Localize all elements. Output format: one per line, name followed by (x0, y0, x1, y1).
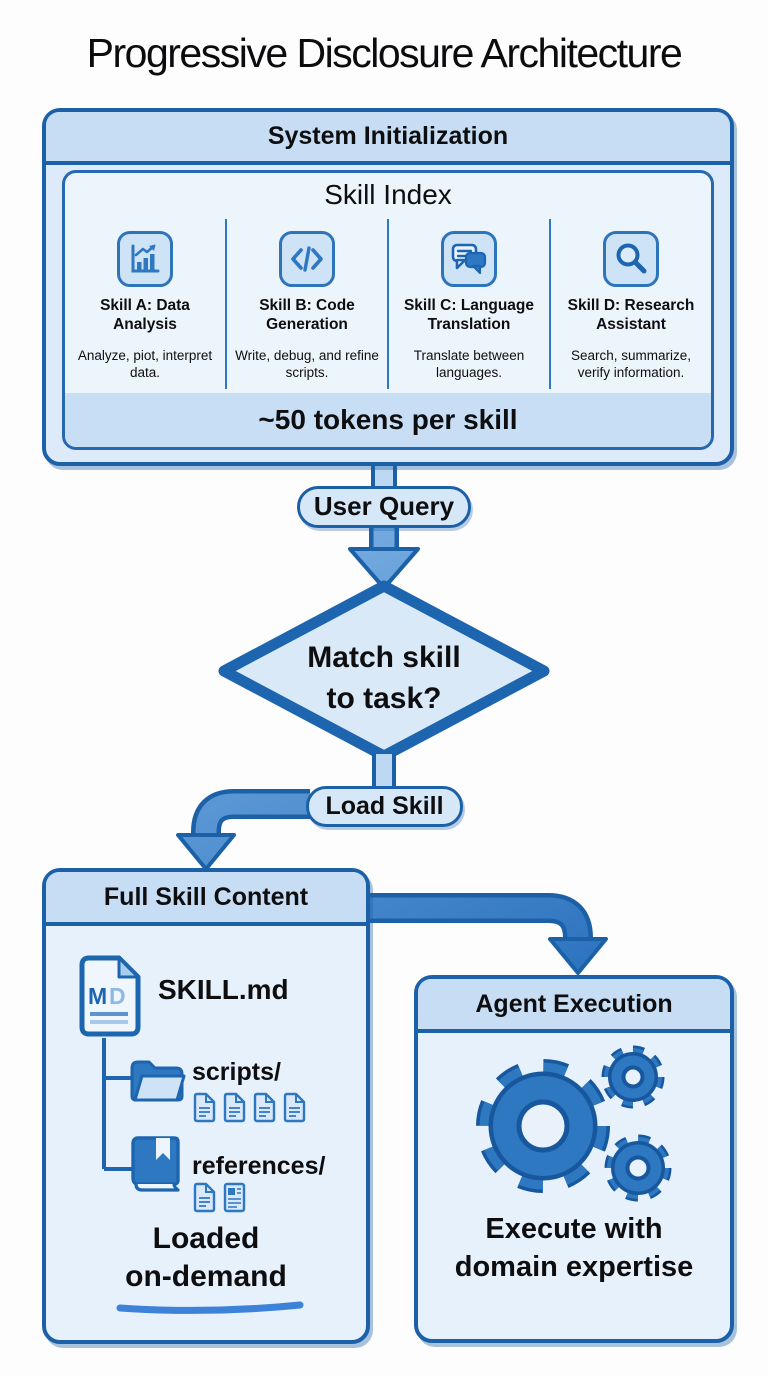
skill-card-a: Skill A: Data Analysis Analyze, piot, in… (65, 219, 225, 389)
skill-columns: Skill A: Data Analysis Analyze, piot, in… (65, 219, 711, 389)
decision-line1: Match skill (307, 641, 461, 674)
decision-label: Match skill to task? (254, 638, 514, 719)
svg-text:D: D (109, 983, 126, 1009)
loaded-on-demand-note: Loaded on-demand (46, 1220, 366, 1295)
small-gear-top (601, 1045, 665, 1109)
skill-c-name: Skill C: Language Translation (403, 297, 535, 333)
code-icon (279, 231, 335, 287)
full-skill-content-header: Full Skill Content (46, 872, 366, 926)
references-folder-label: references/ (192, 1152, 326, 1180)
skill-b-desc: Write, debug, and refine scripts. (235, 347, 379, 381)
note-line1: Loaded (152, 1222, 260, 1255)
skill-d-name: Skill D: Research Assistant (567, 297, 695, 333)
skill-b-name: Skill B: Code Generation (259, 297, 355, 333)
connector-query-to-decision (348, 524, 420, 590)
note-line2: on-demand (125, 1259, 287, 1293)
file-tree-lines (102, 1038, 132, 1171)
underline-swoosh (116, 1301, 304, 1314)
file-icon (193, 1182, 216, 1213)
skill-c-desc: Translate between languages. (413, 347, 525, 381)
search-icon (603, 231, 659, 287)
markdown-file-icon: M D (79, 955, 141, 1037)
skill-index-title: Skill Index (324, 179, 452, 210)
load-skill-label: Load Skill (306, 786, 463, 827)
system-initialization-header: System Initialization (46, 112, 730, 165)
scripts-folder-label: scripts/ (192, 1058, 281, 1086)
user-query-label: User Query (297, 486, 471, 528)
book-icon (131, 1136, 180, 1192)
gears-icon (476, 1045, 672, 1202)
scripts-file-icons (192, 1092, 307, 1123)
chat-bubbles-icon (441, 231, 497, 287)
caption-line2: domain expertise (454, 1250, 694, 1283)
bar-chart-icon (117, 231, 173, 287)
svg-text:M: M (88, 983, 107, 1009)
caption-line1: Execute with (485, 1213, 663, 1245)
large-gear (476, 1059, 610, 1193)
connector-fullskill-to-agent (356, 893, 608, 975)
page-title: Progressive Disclosure Architecture (86, 30, 683, 76)
file-icon (193, 1092, 216, 1123)
skill-d-desc: Search, summarize, verify information. (570, 347, 692, 381)
agent-caption: Execute with domain expertise (418, 1211, 730, 1286)
full-skill-content-box: Full Skill Content M D SKILL.md scripts/ (42, 868, 370, 1344)
skill-card-b: Skill B: Code Generation Write, debug, a… (225, 219, 387, 389)
folder-icon (130, 1060, 186, 1102)
file-icon (223, 1092, 246, 1123)
skill-index-panel: Skill Index Skill A: Data Analysis (62, 170, 714, 450)
skill-a-name: Skill A: Data Analysis (100, 297, 190, 333)
small-gear-bottom (604, 1134, 672, 1202)
skill-a-desc: Analyze, piot, interpret data. (77, 347, 213, 381)
system-initialization-box: System Initialization Skill Index (42, 108, 734, 466)
agent-execution-box: Agent Execution (414, 975, 734, 1343)
file-icon (283, 1092, 306, 1123)
references-file-icons (192, 1182, 247, 1213)
token-cost-footer: ~50 tokens per skill (65, 393, 711, 447)
skill-card-d: Skill D: Research Assistant Search, summ… (549, 219, 711, 389)
skill-card-c: Skill C: Language Translation Translate … (387, 219, 549, 389)
agent-execution-header: Agent Execution (418, 979, 730, 1033)
file-icon (253, 1092, 276, 1123)
connector-load-to-fullskill (176, 789, 310, 871)
skill-md-filename: SKILL.md (158, 974, 289, 1005)
document-icon (223, 1182, 246, 1213)
decision-line2: to task? (326, 681, 442, 715)
